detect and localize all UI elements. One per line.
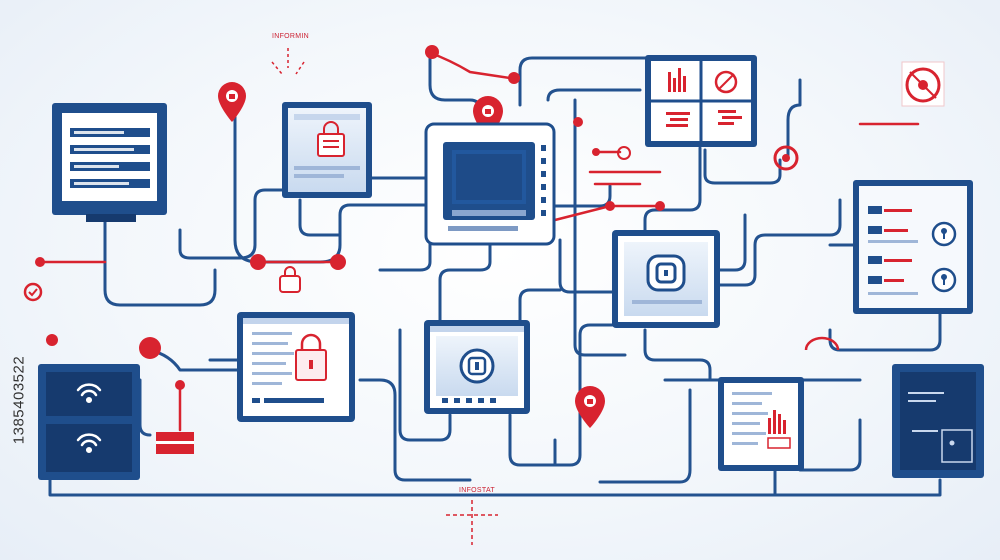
shield-card (612, 230, 720, 328)
shield-icon (646, 254, 686, 292)
red-flag-icon (156, 432, 194, 454)
browser-card (424, 320, 530, 414)
lock-icon (317, 121, 345, 157)
settings-list-panel (853, 180, 973, 314)
bottom-label: INFOSTAT (459, 487, 495, 494)
report-card (718, 377, 804, 471)
top-label: INFORMIN (272, 33, 310, 40)
gear-icon (773, 145, 799, 171)
monitor-top-left (52, 103, 167, 222)
shield-icon (459, 348, 495, 384)
check-badge-icon (23, 282, 43, 302)
side-id-strip: 1385403522 (6, 300, 32, 500)
wifi-icon (76, 433, 102, 454)
server-cabinet (892, 364, 984, 478)
document-card-padlock (237, 312, 355, 422)
arc-icon (804, 336, 840, 351)
document-card-lock (282, 102, 372, 198)
wifi-icon (76, 383, 102, 404)
lock-icon (931, 221, 957, 247)
lock-icon (931, 267, 957, 293)
location-pin-icon (575, 386, 605, 428)
image-id-text: 1385403522 (10, 355, 28, 445)
red-cursor-icon (617, 146, 631, 160)
antenna-icon (271, 48, 305, 75)
red-dots (35, 45, 665, 390)
padlock-icon (295, 333, 327, 381)
bar-chart-icon (668, 68, 686, 92)
bar-chart-icon (767, 410, 791, 449)
central-server-terminal (424, 122, 556, 246)
location-pin-icon (218, 82, 246, 122)
padlock-icon (279, 266, 301, 293)
analytics-panel (645, 55, 757, 147)
wifi-server (38, 364, 140, 480)
gauge-icon (901, 61, 945, 107)
connection-lines (48, 48, 942, 497)
gauge-icon (714, 70, 738, 94)
bottom-antenna-icon (446, 500, 498, 545)
